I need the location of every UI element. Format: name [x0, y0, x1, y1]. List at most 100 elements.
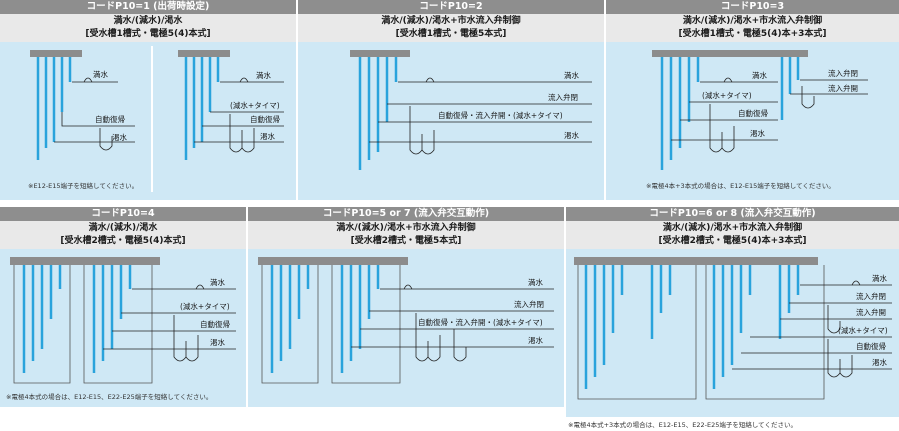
label-auto-return-valve-open: 自動復帰・流入弁開・(減水+タイマ) [418, 317, 543, 327]
float-switch-symbol [239, 77, 249, 83]
label-low-water: 渇水 [260, 131, 275, 141]
panel-p10-1: コードP10=1 (出荷時設定) 満水/(減水)/渇水 [受水槽1槽式・電極5(… [0, 0, 296, 200]
panel-p10-6-8: コードP10=6 or 8 (流入弁交互動作) 満水/(減水)/渇水+市水流入弁… [566, 207, 899, 431]
subtitle-line-1: 満水/(減水)/渇水+市水流入弁制御 [662, 223, 803, 233]
diagram-area: 満水 (減水+タイマ) 自動復帰 渇水 流入弁閉 流入弁開 ※電極4本+3本式の… [606, 42, 899, 200]
diagram-area: 満水 自動復帰 渇水 満水 (減水+タイマ) [0, 42, 296, 200]
loop-symbol [801, 86, 815, 109]
panel-subtitle: 満水/(減水)/渇水 [受水槽2槽式・電極5(4)本式] [0, 221, 246, 249]
float-switch-symbol [195, 284, 205, 290]
tank-outline [13, 265, 71, 384]
tank-outline [577, 265, 697, 400]
label-full: 満水 [564, 70, 579, 80]
panel-subtitle: 満水/(減水)/渇水+市水流入弁制御 [受水槽1槽式・電極5本式] [298, 14, 604, 42]
tank-outline [261, 265, 319, 384]
subtitle-line-1: 満水/(減水)/渇水+市水流入弁制御 [682, 16, 823, 26]
tank-lid [30, 50, 82, 57]
electrode-diagram-1: 満水 自動復帰 渇水 満水 (減水+タイマ) [30, 46, 284, 192]
label-valve-open: 流入弁開 [828, 83, 858, 93]
panel-header: コードP10=5 or 7 (流入弁交互動作) [248, 207, 564, 221]
loop-symbol [827, 305, 841, 334]
footnote: ※電極4本式の場合は、E12-E15、E22-E25端子を短絡してください。 [6, 393, 213, 401]
panel-header: コードP10=3 [606, 0, 899, 14]
panel-header: コードP10=4 [0, 207, 246, 221]
subtitle-line-2: [受水槽2槽式・電極5本式] [350, 236, 462, 246]
float-switch-symbol [403, 284, 413, 290]
connector-line [61, 112, 135, 127]
loop-symbol [709, 104, 735, 153]
label-low-water: 渇水 [750, 128, 765, 138]
tank-lid [350, 50, 410, 57]
panel-p10-4: コードP10=4 満水/(減水)/渇水 [受水槽2槽式・電極5(4)本式] [0, 207, 246, 431]
panel-subtitle: 満水/(減水)/渇水 [受水槽1槽式・電極5(4)本式] [0, 14, 296, 42]
diagram-area: 満水 流入弁閉 自動復帰・流入弁開・(減水+タイマ) 渇水 [298, 42, 604, 200]
panel-p10-5-7: コードP10=5 or 7 (流入弁交互動作) 満水/(減水)/渇水+市水流入弁… [248, 207, 564, 431]
label-auto-return: 自動復帰 [738, 108, 768, 118]
diagram-area: 満水 (減水+タイマ) 自動復帰 渇水 [0, 249, 246, 407]
label-auto-return: 自動復帰 [856, 341, 886, 351]
label-low-timer: (減水+タイマ) [702, 90, 752, 100]
tank-lid [10, 257, 160, 265]
tank-outline [83, 265, 153, 384]
subtitle-line-2: [受水槽1槽式・電極5(4)本式] [85, 29, 211, 39]
footnote: ※電極4本式+3本式の場合は、E12-E15、E22-E25端子を短絡してくださ… [568, 421, 797, 429]
subtitle-line-1: 満水/(減水)/渇水 [88, 223, 158, 233]
float-switch-symbol [425, 77, 435, 83]
electrode-diagram-2: 満水 流入弁閉 自動復帰・流入弁開・(減水+タイマ) 渇水 [350, 50, 592, 170]
label-low-timer: (減水+タイマ) [230, 100, 280, 110]
label-low-water: 渇水 [528, 335, 543, 345]
loop-symbol [229, 114, 255, 153]
label-full: 満水 [93, 69, 108, 79]
label-full: 満水 [210, 277, 225, 287]
label-full: 満水 [872, 273, 887, 283]
label-valve-close: 流入弁閉 [828, 68, 858, 78]
panel-subtitle: 満水/(減水)/渇水+市水流入弁制御 [受水槽1槽式・電極5(4)本+3本式] [606, 14, 899, 42]
electrode-diagram-3: 満水 (減水+タイマ) 自動復帰 渇水 流入弁閉 流入弁開 [652, 50, 868, 170]
panel-header: コードP10=1 (出荷時設定) [0, 0, 296, 14]
label-full: 満水 [256, 70, 271, 80]
loop-symbol [827, 339, 853, 378]
label-low-water: 渇水 [564, 130, 579, 140]
float-switch-symbol [723, 77, 733, 83]
electrode-diagram-6: 満水 流入弁閉 流入弁開 (減水+タイマ) 自動復帰 渇水 [574, 257, 892, 400]
label-valve-close: 流入弁閉 [548, 92, 578, 102]
label-low-timer: (減水+タイマ) [838, 325, 888, 335]
label-low-water: 渇水 [210, 337, 225, 347]
diagram-area: 満水 流入弁閉 流入弁開 (減水+タイマ) 自動復帰 渇水 [566, 249, 899, 417]
footnote: ※電極4本+3本式の場合は、E12-E15端子を短絡してください。 [646, 182, 835, 190]
panel-subtitle: 満水/(減水)/渇水+市水流入弁制御 [受水槽2槽式・電極5本式] [248, 221, 564, 249]
label-auto-return: 自動復帰 [95, 114, 125, 124]
panel-header: コードP10=2 [298, 0, 604, 14]
subtitle-line-2: [受水槽1槽式・電極5(4)本+3本式] [678, 29, 827, 39]
loop-symbol [409, 106, 435, 155]
tank-lid [574, 257, 818, 265]
subtitle-line-1: 満水/(減水)/渇水+市水流入弁制御 [381, 16, 521, 26]
label-full: 満水 [528, 277, 543, 287]
label-auto-return: 自動復帰 [200, 319, 230, 329]
float-switch-symbol [851, 280, 861, 286]
panel-p10-2: コードP10=2 満水/(減水)/渇水+市水流入弁制御 [受水槽1槽式・電極5本… [298, 0, 604, 200]
subtitle-line-2: [受水槽1槽式・電極5本式] [395, 29, 507, 39]
panel-header: コードP10=6 or 8 (流入弁交互動作) [566, 207, 899, 221]
label-low-timer: (減水+タイマ) [180, 301, 230, 311]
loop-symbol [99, 128, 113, 151]
footnote: ※E12-E15端子を短絡してください。 [28, 182, 139, 190]
electrode-diagram-4: 満水 (減水+タイマ) 自動復帰 渇水 [10, 257, 236, 384]
panel-p10-3: コードP10=3 満水/(減水)/渇水+市水流入弁制御 [受水槽1槽式・電極5(… [606, 0, 899, 200]
tank-outline [331, 265, 401, 384]
label-valve-close: 流入弁閉 [856, 291, 886, 301]
diagram-area: 満水 流入弁閉 自動復帰・流入弁開・(減水+タイマ) 渇水 [248, 249, 564, 407]
tank-lid [652, 50, 808, 57]
subtitle-line-1: 満水/(減水)/渇水 [113, 16, 183, 26]
float-switch-symbol [83, 77, 93, 83]
label-auto-return-valve-open: 自動復帰・流入弁開・(減水+タイマ) [438, 110, 563, 120]
label-valve-open: 流入弁開 [856, 307, 886, 317]
label-full: 満水 [752, 70, 767, 80]
label-auto-return: 自動復帰 [250, 114, 280, 124]
panel-subtitle: 満水/(減水)/渇水+市水流入弁制御 [受水槽2槽式・電極5(4)本+3本式] [566, 221, 899, 249]
loop-symbol [415, 313, 467, 362]
subtitle-line-2: [受水槽2槽式・電極5(4)本式] [60, 236, 186, 246]
subtitle-line-2: [受水槽2槽式・電極5(4)本+3本式] [658, 236, 807, 246]
subtitle-line-1: 満水/(減水)/渇水+市水流入弁制御 [336, 223, 476, 233]
label-low-water: 渇水 [112, 132, 127, 142]
